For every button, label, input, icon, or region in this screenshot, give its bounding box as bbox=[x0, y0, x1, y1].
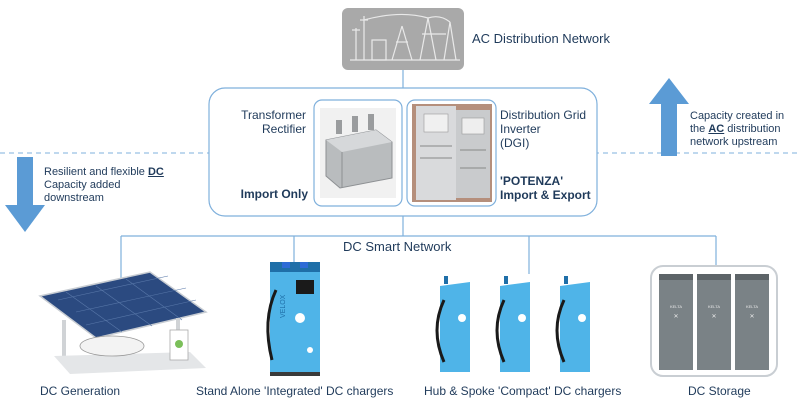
substation-icon bbox=[342, 8, 464, 70]
arrow-down-text-em: DC bbox=[147, 166, 164, 178]
standalone-charger-icon bbox=[266, 262, 320, 376]
arrow-down-text: Resilient and flexible DC Capacity added… bbox=[44, 166, 164, 205]
dgi-label-line1: Distribution Grid bbox=[500, 108, 587, 122]
transformer-label-line2: Rectifier bbox=[261, 122, 306, 136]
arrow-up-text-line3: network upstream bbox=[690, 136, 778, 148]
storage-brand-1: KELTA bbox=[670, 304, 682, 309]
arrow-up-icon bbox=[649, 78, 689, 156]
standalone-brand: VELOX bbox=[280, 294, 287, 318]
arrow-down-text-line3: downstream bbox=[44, 192, 104, 204]
potenza-mode: Import & Export bbox=[500, 188, 591, 202]
standalone-chargers-label: Stand Alone 'Integrated' DC chargers bbox=[196, 384, 394, 398]
arrow-up-text-line1: Capacity created in bbox=[690, 110, 785, 122]
svg-text:✕: ✕ bbox=[673, 314, 678, 320]
svg-text:✕: ✕ bbox=[711, 314, 716, 320]
svg-text:✕: ✕ bbox=[749, 314, 754, 320]
hub-charger-icon-2 bbox=[495, 276, 530, 372]
potenza-product: 'POTENZA' bbox=[500, 174, 564, 188]
arrow-down-icon bbox=[5, 157, 45, 232]
dc-network-label: DC Smart Network bbox=[343, 239, 452, 254]
transformer-image bbox=[313, 99, 403, 207]
transformer-label: Transformer Rectifier bbox=[236, 108, 306, 136]
import-only-label: Import Only bbox=[240, 187, 308, 201]
dc-storage-icon: KELTA KELTA KELTA ✕ ✕ ✕ bbox=[650, 265, 778, 377]
inverter-image bbox=[406, 99, 497, 207]
hub-charger-icon-3 bbox=[555, 276, 590, 372]
dc-storage-label: DC Storage bbox=[688, 384, 751, 398]
transformer-label-line1: Transformer bbox=[241, 108, 306, 122]
dgi-label: Distribution Grid Inverter (DGI) bbox=[500, 108, 586, 150]
storage-brand-3: KELTA bbox=[746, 304, 758, 309]
dgi-label-line3: (DGI) bbox=[500, 136, 530, 150]
solar-carport-icon bbox=[38, 271, 208, 374]
arrow-up-text-pre: the bbox=[690, 123, 709, 135]
arrow-up-text-em: AC bbox=[708, 123, 725, 135]
arrow-up-text-post: distribution bbox=[724, 123, 781, 135]
ac-network-label: AC Distribution Network bbox=[472, 31, 610, 46]
arrow-down-text-line2: Capacity added bbox=[44, 179, 121, 191]
hub-charger-icon-1 bbox=[435, 276, 470, 372]
hub-chargers-label: Hub & Spoke 'Compact' DC chargers bbox=[424, 384, 622, 398]
dgi-label-line2: Inverter bbox=[500, 122, 541, 136]
arrow-down-text-pre: Resilient and flexible bbox=[44, 166, 148, 178]
dc-generation-label: DC Generation bbox=[40, 384, 121, 398]
storage-brand-2: KELTA bbox=[708, 304, 720, 309]
arrow-up-text: Capacity created in the AC distribution … bbox=[690, 110, 784, 149]
potenza-label: 'POTENZA' Import & Export bbox=[500, 174, 591, 202]
